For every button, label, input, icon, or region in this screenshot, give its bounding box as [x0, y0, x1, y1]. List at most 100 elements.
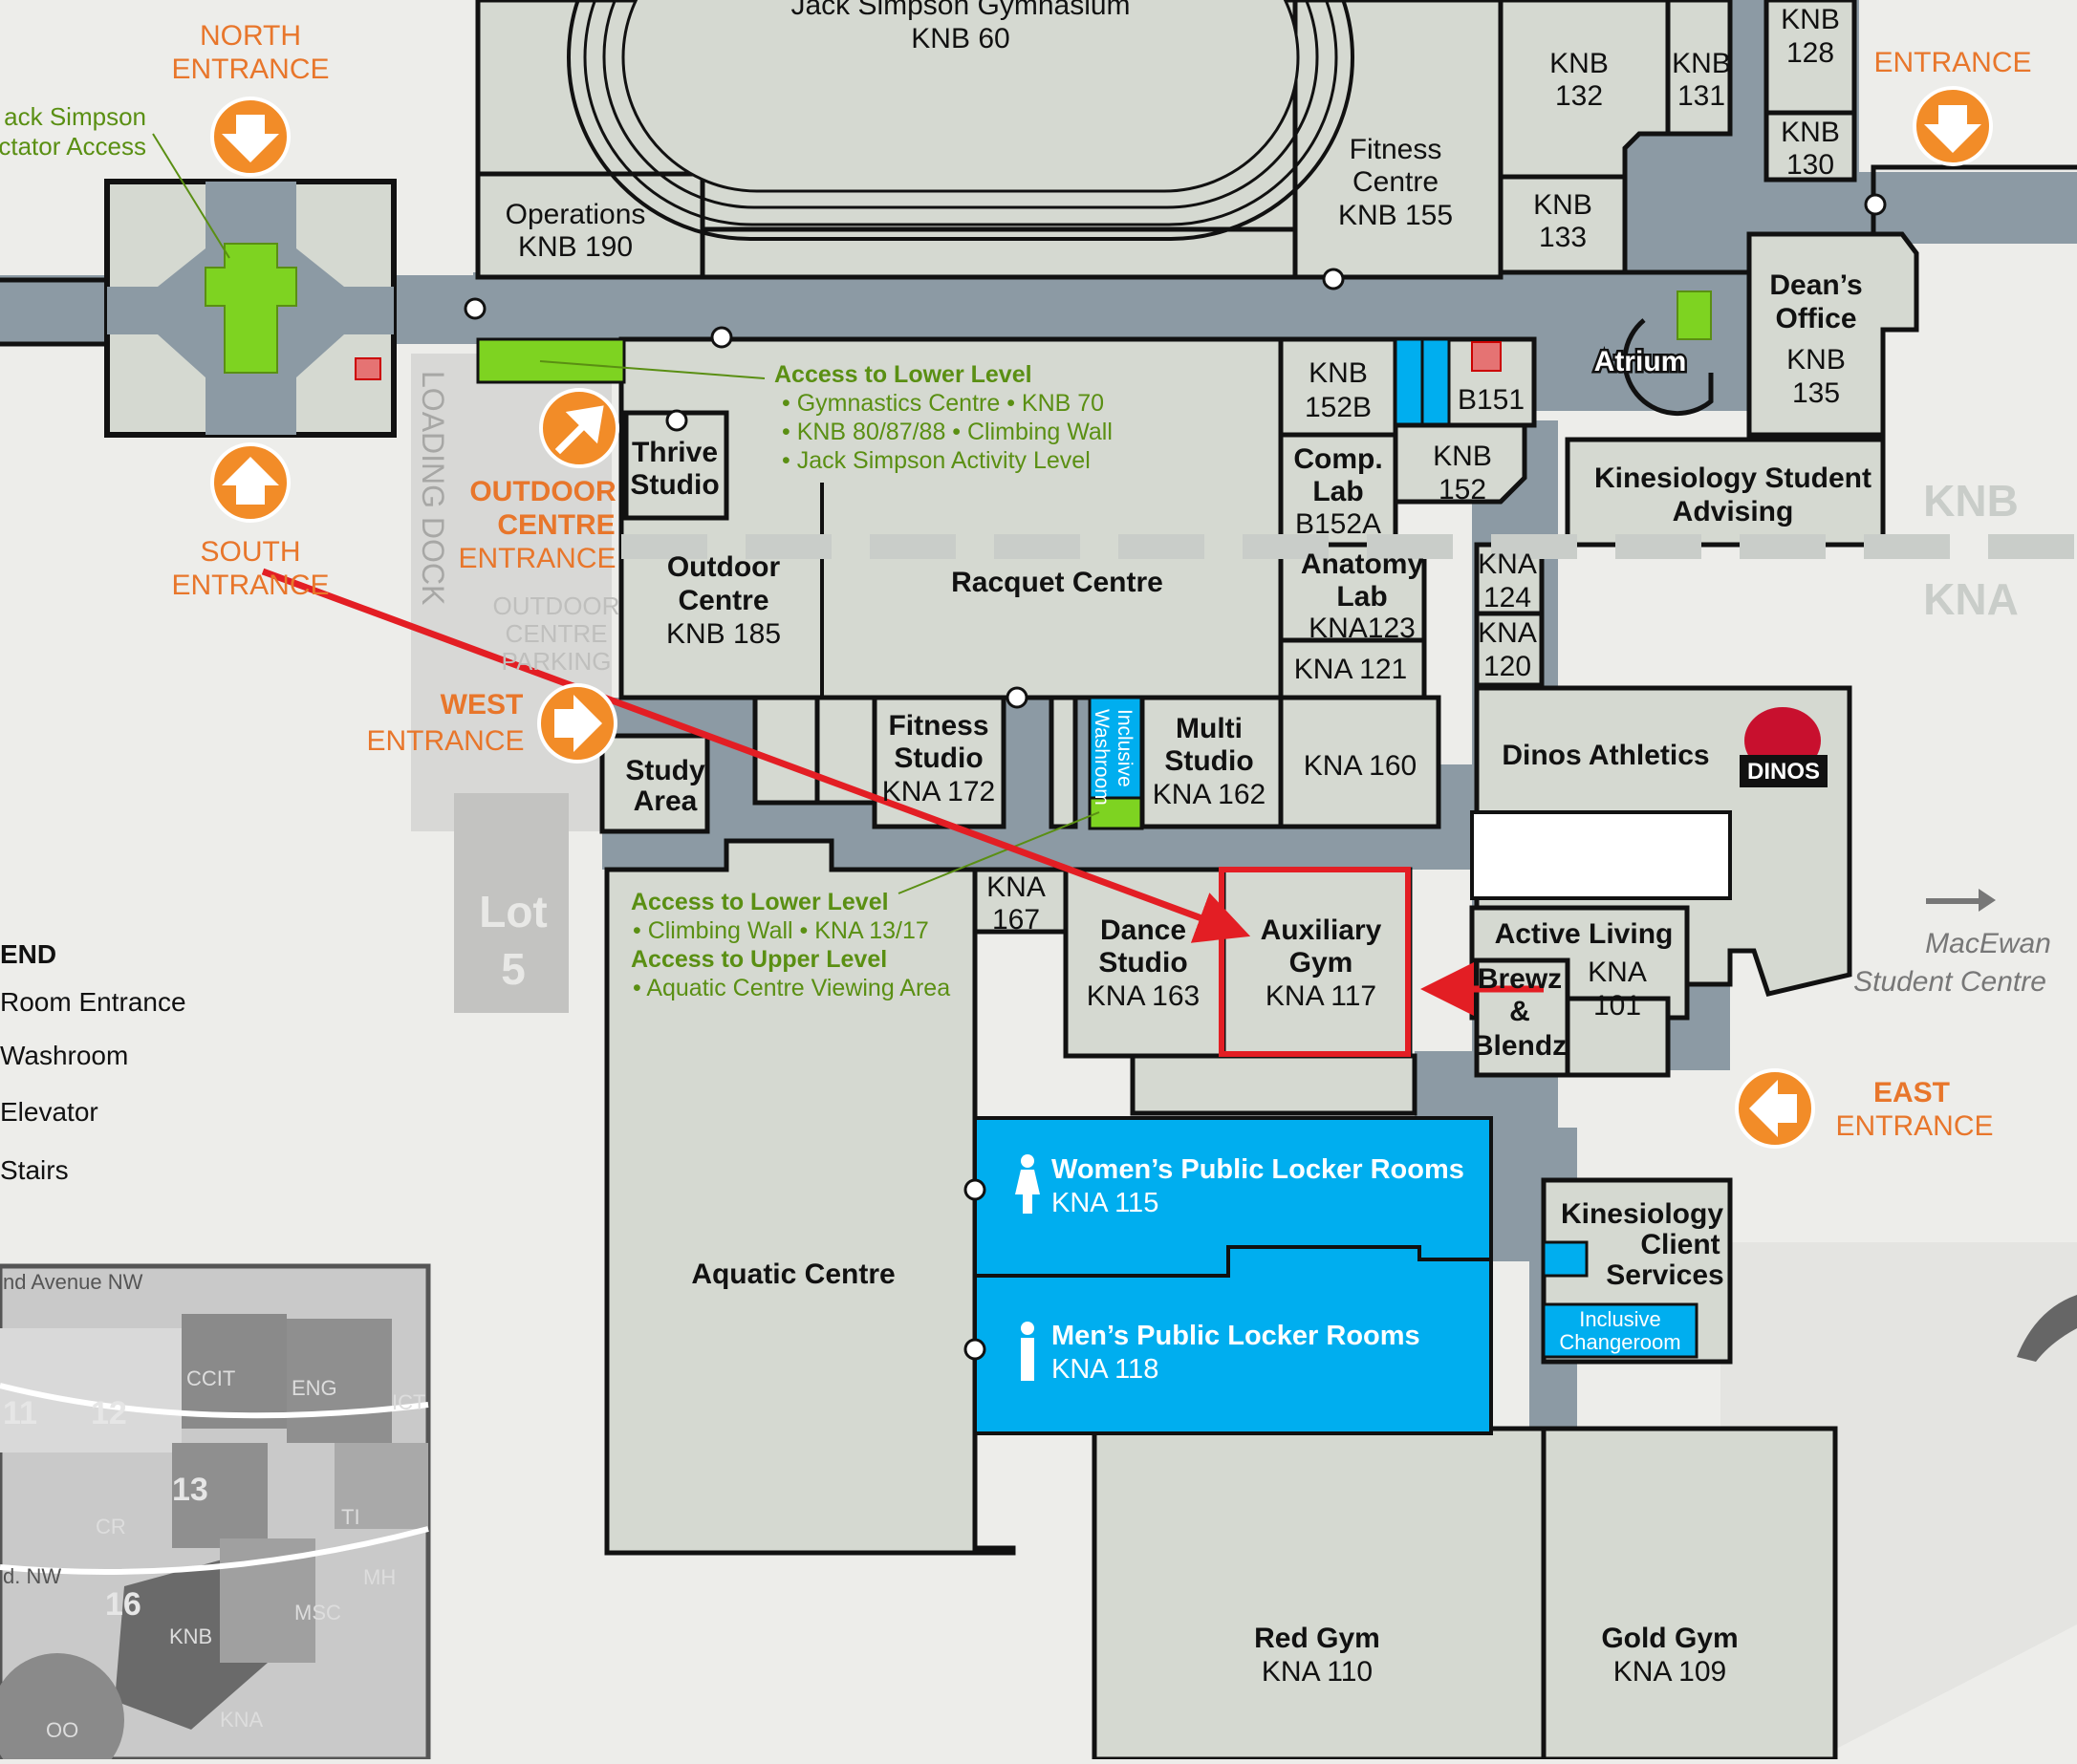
access-top-leader — [539, 360, 766, 379]
north-entrance-label-1: NORTH — [200, 20, 301, 52]
outdoor-entrance-label-1: OUTDOOR — [469, 476, 617, 507]
multi-studio-1: Multi — [1176, 713, 1243, 744]
outdoor-centre-2: Centre — [678, 585, 768, 616]
south-entrance-icon[interactable] — [210, 442, 291, 523]
kna167-2: 167 — [992, 904, 1040, 936]
inset-lot-13: 13 — [172, 1472, 208, 1508]
east-entrance-icon[interactable] — [1735, 1068, 1815, 1149]
legend-title: END — [0, 939, 56, 969]
legend-stairs: Stairs — [0, 1155, 69, 1185]
north-entrance-icon[interactable] — [210, 97, 291, 177]
kin-client-2: Client — [1640, 1229, 1720, 1260]
inset-ict: ICT — [392, 1390, 425, 1414]
inset-lot-16: 16 — [105, 1586, 141, 1623]
operations-name: Operations — [506, 199, 646, 230]
gymnasium-track — [567, 0, 1354, 241]
dance-studio-1: Dance — [1100, 914, 1186, 946]
comp-lab-2: Lab — [1312, 476, 1363, 507]
inset-msc: MSC — [294, 1601, 341, 1624]
deans-office-1: Dean’s — [1769, 269, 1862, 301]
aquatic-centre-label: Aquatic Centre — [691, 1258, 895, 1290]
legend: END Room Entrance Washroom Elevator Stai… — [0, 939, 186, 1185]
dance-studio-3: KNA 163 — [1087, 980, 1200, 1012]
active-living-2: KNA — [1588, 957, 1647, 988]
inset-ti: TI — [341, 1505, 360, 1529]
outdoor-parking-1: OUTDOOR — [493, 592, 620, 620]
outdoor-entrance-label-3: ENTRANCE — [458, 543, 616, 574]
knb132-1: KNB — [1549, 48, 1609, 79]
dinos-athletics-label: Dinos Athletics — [1502, 740, 1709, 771]
legend-room-entrance: Room Entrance — [0, 987, 186, 1017]
kna124-2: 124 — [1483, 582, 1531, 613]
deans-office-2: Office — [1775, 303, 1856, 334]
kin-client-3: Services — [1606, 1259, 1723, 1291]
access-mid-title-1: Access to Lower Level — [631, 889, 889, 915]
inset-lot-12: 12 — [91, 1395, 127, 1431]
study-area-2: Area — [634, 785, 698, 817]
south-entrance-label-1: SOUTH — [201, 536, 301, 568]
knb131-2: 131 — [1677, 80, 1725, 112]
northeast-entrance-icon[interactable] — [1913, 86, 1993, 166]
study-area-1: Study — [625, 755, 705, 786]
brewz-3: Blendz — [1473, 1030, 1567, 1062]
knb133-1: KNB — [1533, 189, 1592, 221]
knb128-1: KNB — [1781, 4, 1840, 35]
auxiliary-gym-2: Gym — [1289, 947, 1353, 979]
auxiliary-gym-highlight — [1219, 867, 1411, 1057]
dinos-logo-text: DINOS — [1747, 759, 1820, 785]
fitness-studio-2: Studio — [894, 742, 983, 774]
east-entrance-label-1: EAST — [1873, 1077, 1950, 1108]
outdoor-centre-3: KNB 185 — [666, 618, 781, 650]
spectator-access-1: ack Simpson — [4, 102, 146, 131]
zone-lower-label: KNA — [1923, 574, 2019, 624]
multi-studio-3: KNA 162 — [1153, 779, 1266, 810]
knb131-1: KNB — [1672, 48, 1731, 79]
west-entrance-icon[interactable] — [537, 683, 617, 764]
inset-mh: MH — [363, 1565, 396, 1589]
outdoor-entrance-label-2: CENTRE — [497, 509, 615, 541]
dance-studio-2: Studio — [1098, 947, 1187, 979]
east-entrance-label-2: ENTRANCE — [1835, 1110, 1993, 1142]
kna121-label: KNA 121 — [1294, 654, 1407, 685]
gold-gym-code: KNA 109 — [1613, 1656, 1726, 1688]
kna120-2: 120 — [1483, 651, 1531, 682]
parking-lot-area — [454, 793, 569, 1013]
outdoor-centre-entrance-icon[interactable] — [539, 388, 619, 468]
access-top-item-3: • Jack Simpson Activity Level — [782, 447, 1091, 474]
knb152b-1: KNB — [1309, 357, 1368, 389]
knb133-2: 133 — [1539, 222, 1587, 253]
comp-lab-1: Comp. — [1293, 443, 1382, 475]
kna167-1: KNA — [986, 871, 1046, 903]
active-living-3: 101 — [1593, 990, 1641, 1022]
access-mid-title-2: Access to Upper Level — [631, 946, 887, 973]
auxiliary-gym-1: Auxiliary — [1261, 914, 1382, 946]
access-mid-item-2: • Aquatic Centre Viewing Area — [633, 975, 950, 1001]
multi-studio-2: Studio — [1164, 745, 1253, 777]
comp-lab-3: B152A — [1295, 508, 1381, 540]
west-entrance-label-2: ENTRANCE — [366, 725, 524, 757]
knb130-1: KNB — [1781, 117, 1840, 148]
loading-dock-label: LOADING DOCK — [416, 371, 450, 605]
mens-locker-code: KNA 118 — [1051, 1354, 1158, 1385]
atrium-label: Atrium — [1594, 346, 1687, 377]
brewz-2: & — [1509, 996, 1530, 1027]
inset-knb: KNB — [169, 1624, 212, 1648]
macewan-label-2: Student Centre — [1853, 966, 2046, 998]
kna124-1: KNA — [1478, 549, 1537, 580]
knb130-2: 130 — [1786, 149, 1834, 181]
deans-office-3: KNB — [1786, 344, 1846, 376]
legend-elevator: Elevator — [0, 1097, 98, 1127]
inset-kna: KNA — [220, 1708, 264, 1732]
northeast-entrance-label: ENTRANCE — [1873, 47, 2031, 78]
inclusive-washroom-2: Washroom — [1091, 709, 1113, 806]
auxiliary-gym-3: KNA 117 — [1266, 980, 1376, 1012]
womens-locker-code: KNA 115 — [1051, 1188, 1158, 1218]
west-entrance-label-1: WEST — [441, 689, 524, 721]
anatomy-lab-2: Lab — [1336, 581, 1387, 613]
knb128-2: 128 — [1786, 37, 1834, 69]
north-entrance-label-2: ENTRANCE — [171, 54, 329, 85]
thrive-studio-2: Studio — [630, 469, 719, 501]
inclusive-changeroom-2: Changeroom — [1559, 1330, 1680, 1354]
womens-locker-icon — [1015, 1154, 1040, 1214]
